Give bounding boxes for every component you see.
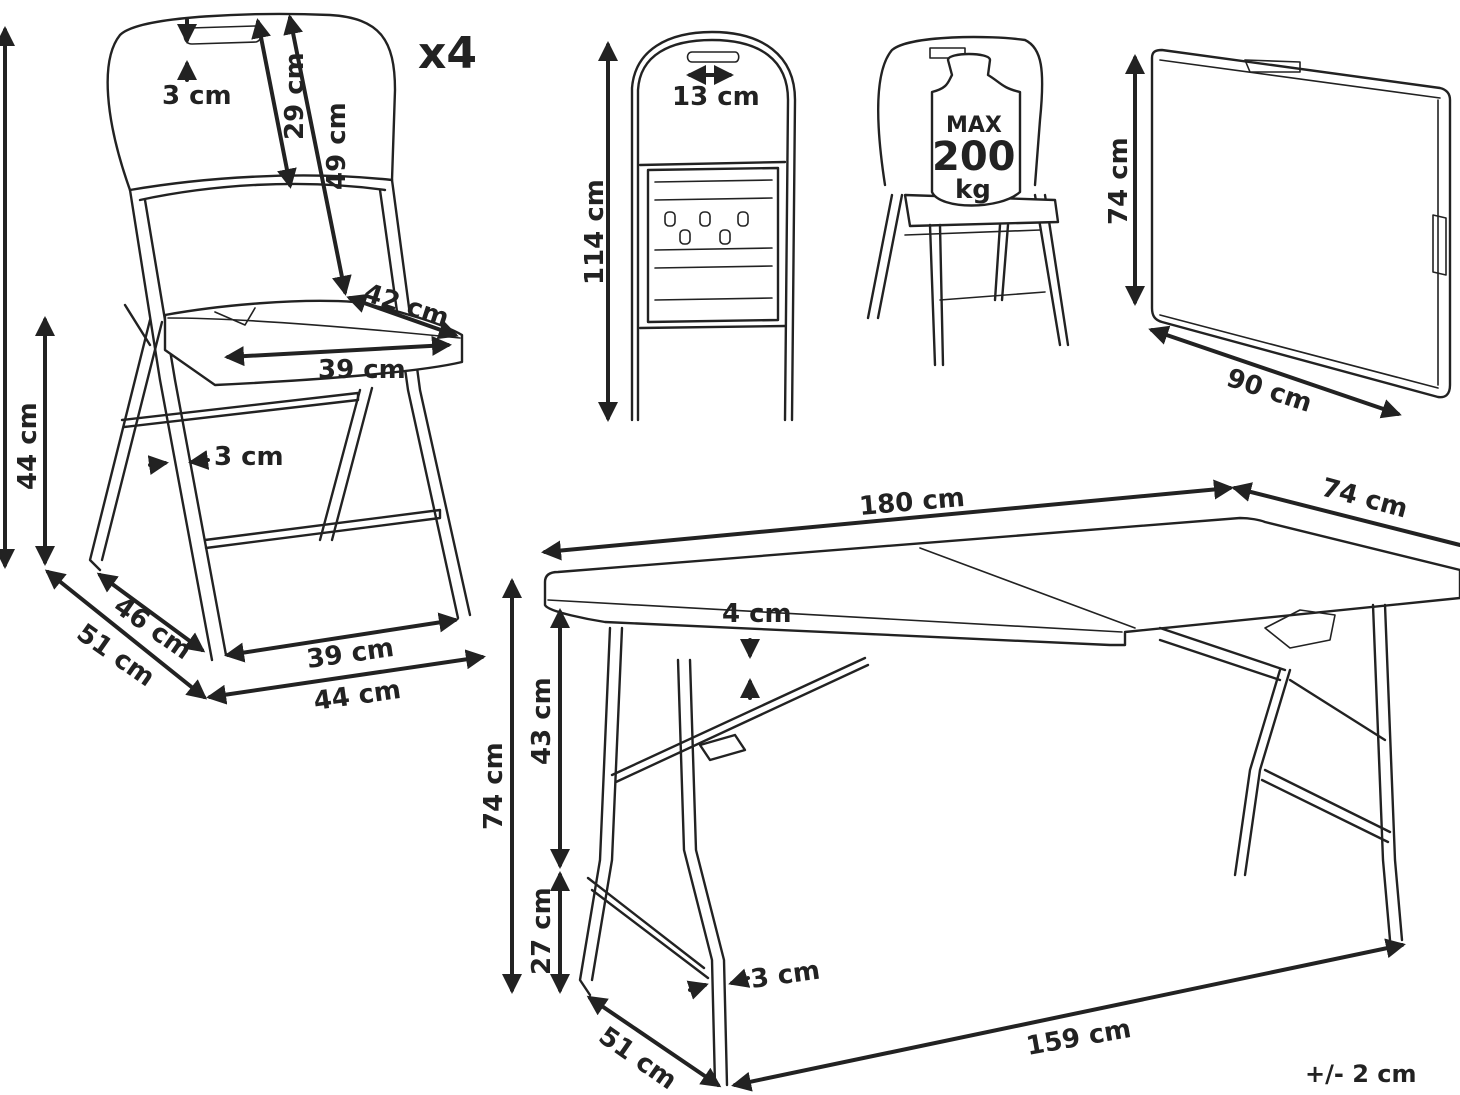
folded-table-height-label: 74 cm <box>1104 137 1134 225</box>
folded-table-drawing <box>1125 48 1452 419</box>
table-drawing <box>543 516 1460 1087</box>
folded-chair-handle-width-label: 13 cm <box>672 82 760 112</box>
folded-chair-height-label: 114 cm <box>580 179 610 285</box>
table-leg-thickness-label: 3 cm <box>749 956 822 995</box>
table-dimension-lines <box>502 479 1460 1092</box>
chair-seat-width-label: 39 cm <box>318 355 406 385</box>
quantity-label: x4 <box>418 28 477 79</box>
weight-value-label: 200 <box>932 134 1016 180</box>
chair-handle-drop-label: 3 cm <box>162 81 232 111</box>
table-width-label: 74 cm <box>1318 473 1411 525</box>
chair-seat-height-label: 44 cm <box>13 402 43 490</box>
chair-back-length-label: 49 cm <box>322 102 352 190</box>
folded-chair-drawing <box>598 30 797 422</box>
tolerance-label: +/- 2 cm <box>1305 1060 1416 1088</box>
weight-chair-drawing <box>866 35 1070 367</box>
table-top-thickness-label: 4 cm <box>722 599 792 629</box>
chair-leg-thickness-label: 3 cm <box>214 442 284 472</box>
folded-chair-labels: 114 cm 13 cm <box>580 82 760 285</box>
table-lower-leg-label: 27 cm <box>527 887 557 975</box>
weight-badge: MAX 200 kg <box>932 113 1016 205</box>
weight-max-label: MAX <box>946 113 1002 138</box>
table-height-label: 74 cm <box>479 742 509 830</box>
chair-dimension-lines <box>0 14 486 705</box>
chair-backrest-height-label: 29 cm <box>280 52 310 140</box>
table-upper-leg-label: 43 cm <box>527 677 557 765</box>
weight-unit-label: kg <box>955 175 991 205</box>
